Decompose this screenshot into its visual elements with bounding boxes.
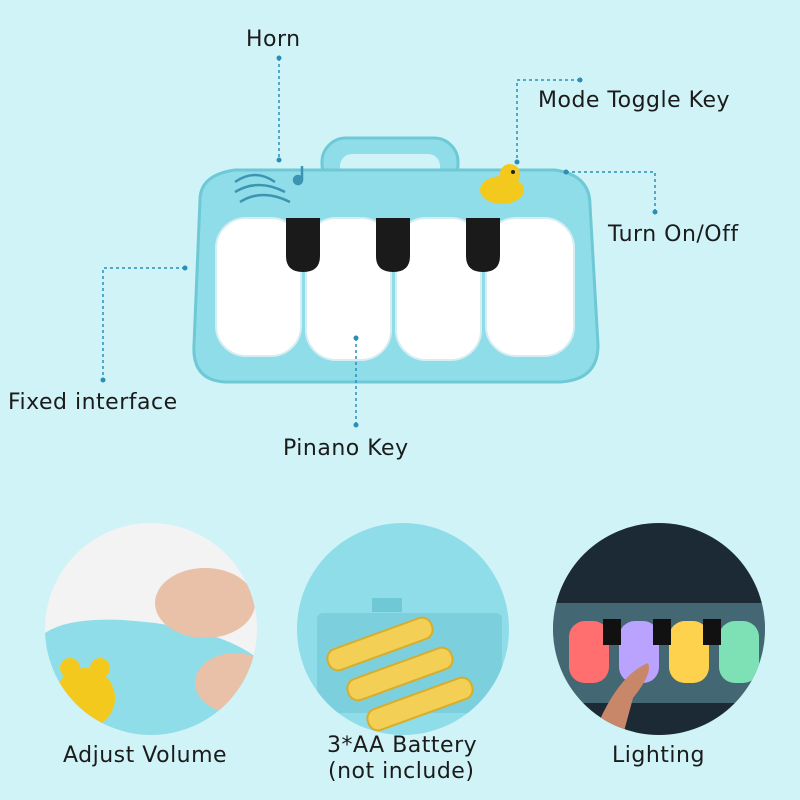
black-keys: [286, 218, 500, 272]
battery-icon: [326, 616, 474, 732]
music-note-decoration-icon: [234, 166, 304, 204]
feature-caption-battery-note: (not include): [328, 759, 475, 784]
label-mode-toggle-key: Mode Toggle Key: [538, 88, 731, 113]
leader-lines: [100, 55, 658, 428]
label-horn: Horn: [246, 27, 301, 52]
piano-toy-illustration: [192, 136, 600, 384]
feature-image-adjust-volume: [45, 523, 257, 735]
feature-caption-adjust-volume: Adjust Volume: [63, 743, 228, 768]
duck-mode-toggle-icon: [480, 164, 524, 204]
label-piano-key: Pinano Key: [283, 436, 409, 461]
white-keys: [215, 217, 575, 361]
feature-caption-lighting: Lighting: [612, 743, 705, 768]
label-fixed-interface: Fixed interface: [8, 390, 178, 415]
feature-caption-battery: 3*AA Battery: [327, 733, 478, 758]
label-turn-on-off: Turn On/Off: [608, 222, 739, 247]
feature-image-battery: [297, 523, 509, 735]
duck-volume-icon: [55, 658, 115, 728]
feature-image-lighting: [553, 523, 765, 735]
